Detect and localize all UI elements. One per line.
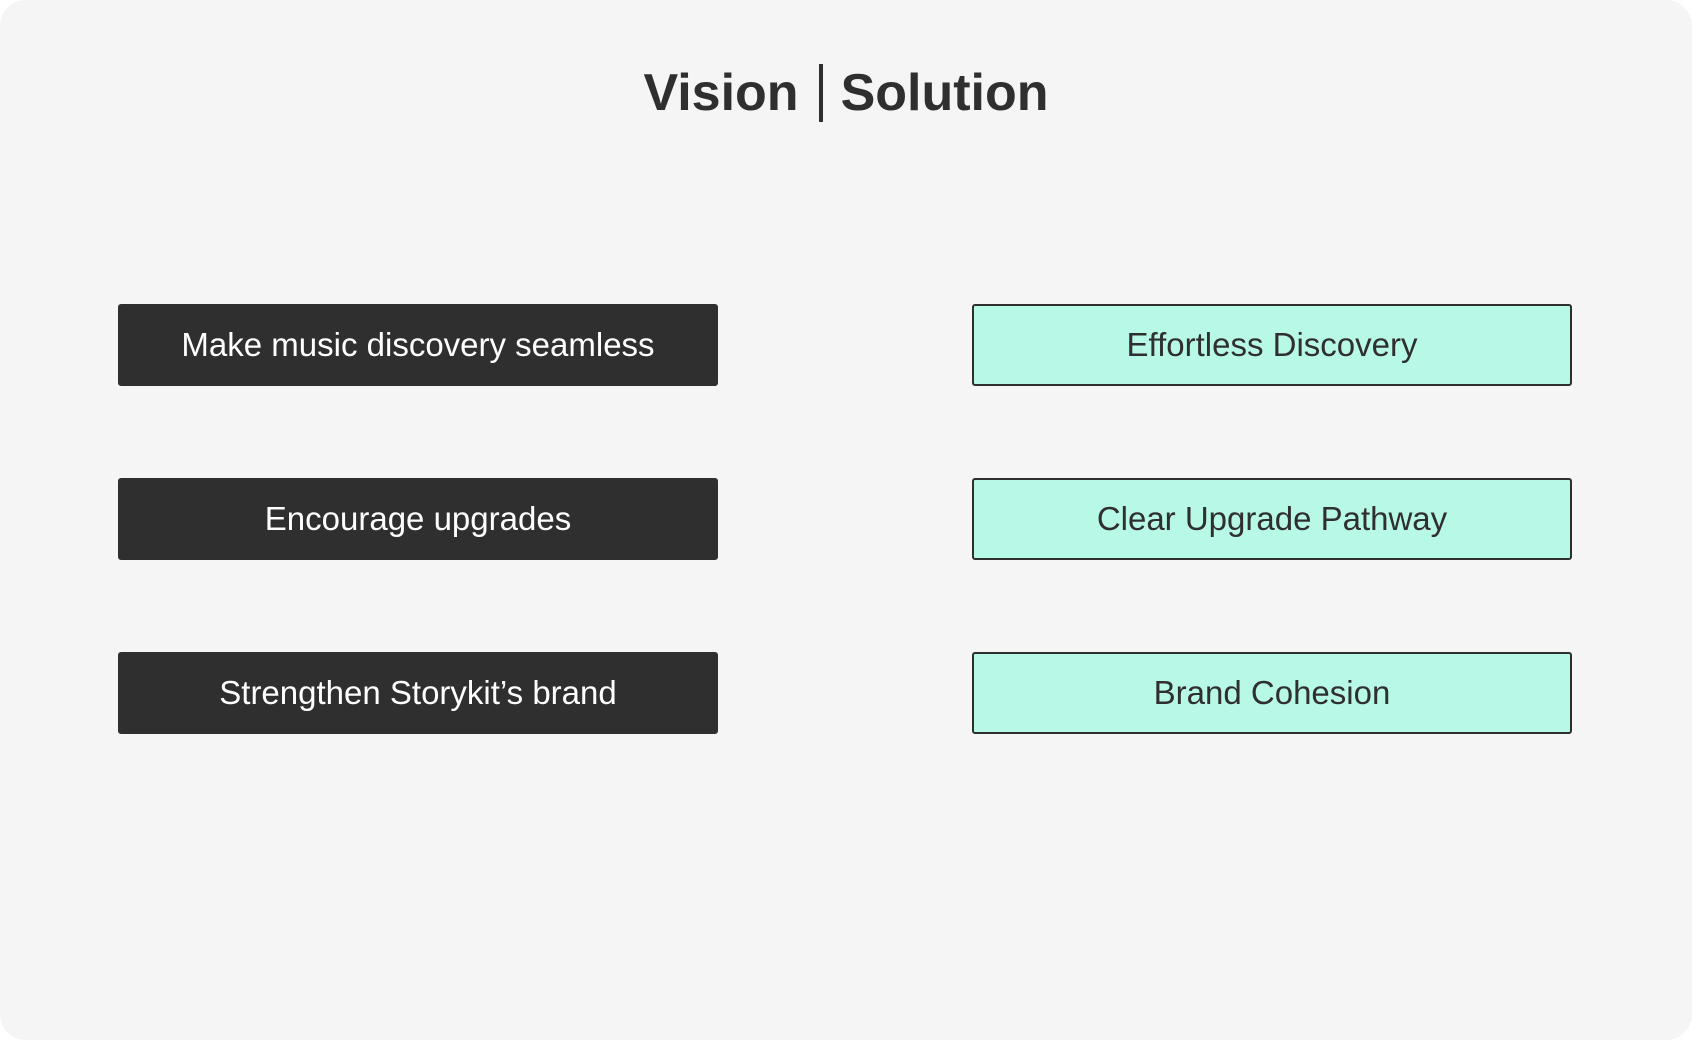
- vision-box-upgrades: Encourage upgrades: [118, 478, 718, 560]
- title-divider: [818, 64, 823, 122]
- solution-box-brand: Brand Cohesion: [972, 652, 1572, 734]
- solution-box-label: Clear Upgrade Pathway: [1096, 500, 1448, 537]
- solution-box-upgrade: Clear Upgrade Pathway: [972, 478, 1572, 560]
- vision-box-label: Strengthen Storykit’s brand: [219, 674, 617, 711]
- vision-box-discovery: Make music discovery seamless: [118, 304, 718, 386]
- solution-box-label: Effortless Discovery: [1126, 326, 1418, 363]
- solution-box-label: Brand Cohesion: [1153, 674, 1391, 711]
- vision-box-brand: Strengthen Storykit’s brand: [118, 652, 718, 734]
- page-title: Vision Solution: [0, 58, 1692, 128]
- title-vision: Vision: [643, 64, 799, 122]
- title-solution: Solution: [840, 64, 1049, 122]
- solution-box-discovery: Effortless Discovery: [972, 304, 1572, 386]
- vision-box-label: Encourage upgrades: [264, 500, 572, 537]
- vision-box-label: Make music discovery seamless: [181, 326, 655, 363]
